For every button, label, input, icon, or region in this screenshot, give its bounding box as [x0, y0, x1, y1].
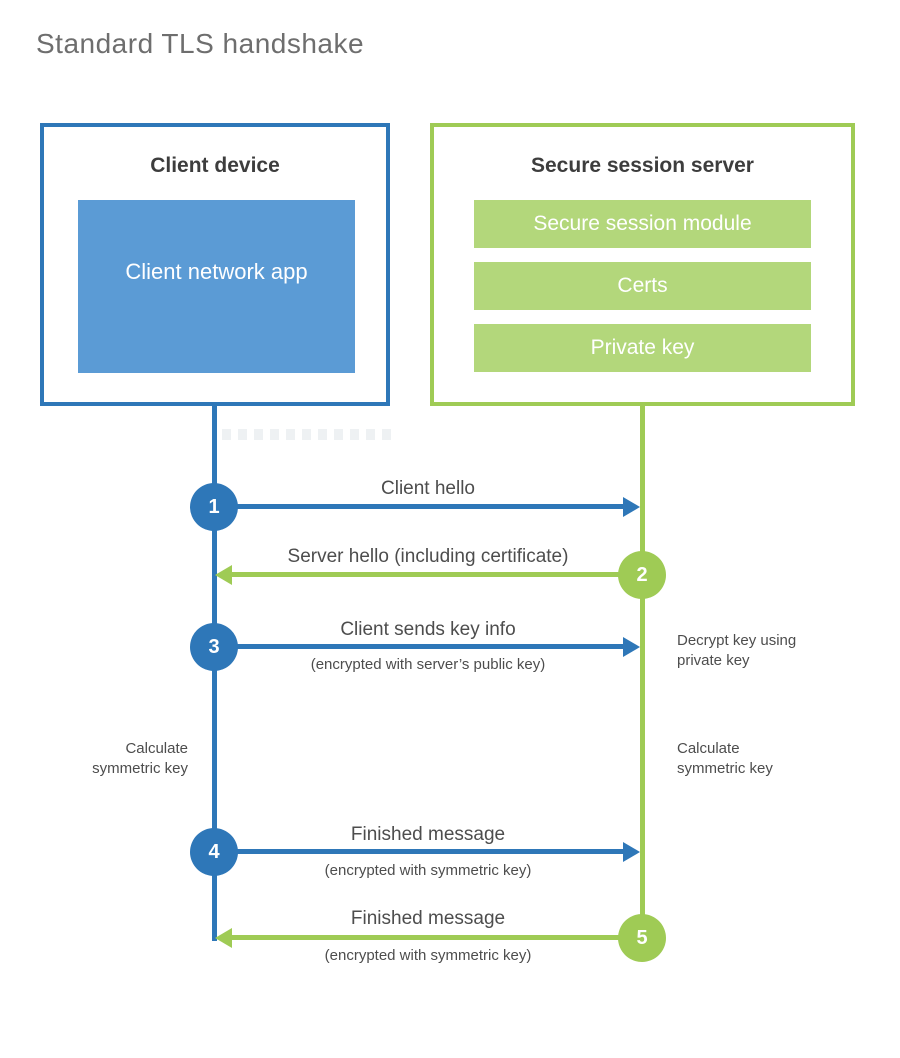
step3-sublabel: (encrypted with server’s public key): [310, 656, 546, 673]
client-device-title: Client device: [150, 154, 280, 177]
step2-arrow-line: [230, 572, 642, 577]
client-lifeline: [212, 406, 217, 941]
note-decrypt-key: Decrypt key using private key: [677, 632, 797, 670]
server-module-private-key: Private key: [474, 324, 811, 372]
step3-label: Client sends key info: [340, 619, 516, 640]
note-calculate-symmetric-key-client: Calculate symmetric key: [92, 740, 188, 778]
step2-label: Server hello (including certificate): [287, 546, 569, 567]
step4-label: Finished message: [350, 824, 506, 845]
step5-arrowhead-left-icon: [215, 928, 232, 948]
step4-arrowhead-right-icon: [623, 842, 640, 862]
step3-arrow-line: [214, 644, 626, 649]
server-lifeline: [640, 406, 645, 941]
step1-circle: 1: [190, 483, 238, 531]
step4-arrow-line: [214, 849, 626, 854]
client-network-app-label: Client network app: [125, 259, 308, 285]
server-module-secure-session-module: Secure session module: [474, 200, 811, 248]
client-network-app-box: Client network app: [78, 200, 355, 373]
step5-label: Finished message: [350, 908, 506, 929]
secure-session-server-title: Secure session server: [531, 154, 754, 177]
step3-circle: 3: [190, 623, 238, 671]
step5-sublabel: (encrypted with symmetric key): [324, 947, 532, 964]
note-calculate-symmetric-key-server: Calculate symmetric key: [677, 740, 773, 778]
step1-arrowhead-right-icon: [623, 497, 640, 517]
step3-arrowhead-right-icon: [623, 637, 640, 657]
server-module-certs: Certs: [474, 262, 811, 310]
step1-label: Client hello: [381, 478, 475, 499]
secure-session-server-box: Secure session server Secure session mod…: [430, 123, 855, 406]
step1-arrow-line: [214, 504, 626, 509]
step5-arrow-line: [230, 935, 642, 940]
step2-arrowhead-left-icon: [215, 565, 232, 585]
client-device-box: Client device Client network app: [40, 123, 390, 406]
step4-sublabel: (encrypted with symmetric key): [324, 862, 532, 879]
step4-circle: 4: [190, 828, 238, 876]
faint-dashed-line: [222, 429, 392, 440]
step2-circle: 2: [618, 551, 666, 599]
step5-circle: 5: [618, 914, 666, 962]
page-title: Standard TLS handshake: [36, 28, 365, 59]
